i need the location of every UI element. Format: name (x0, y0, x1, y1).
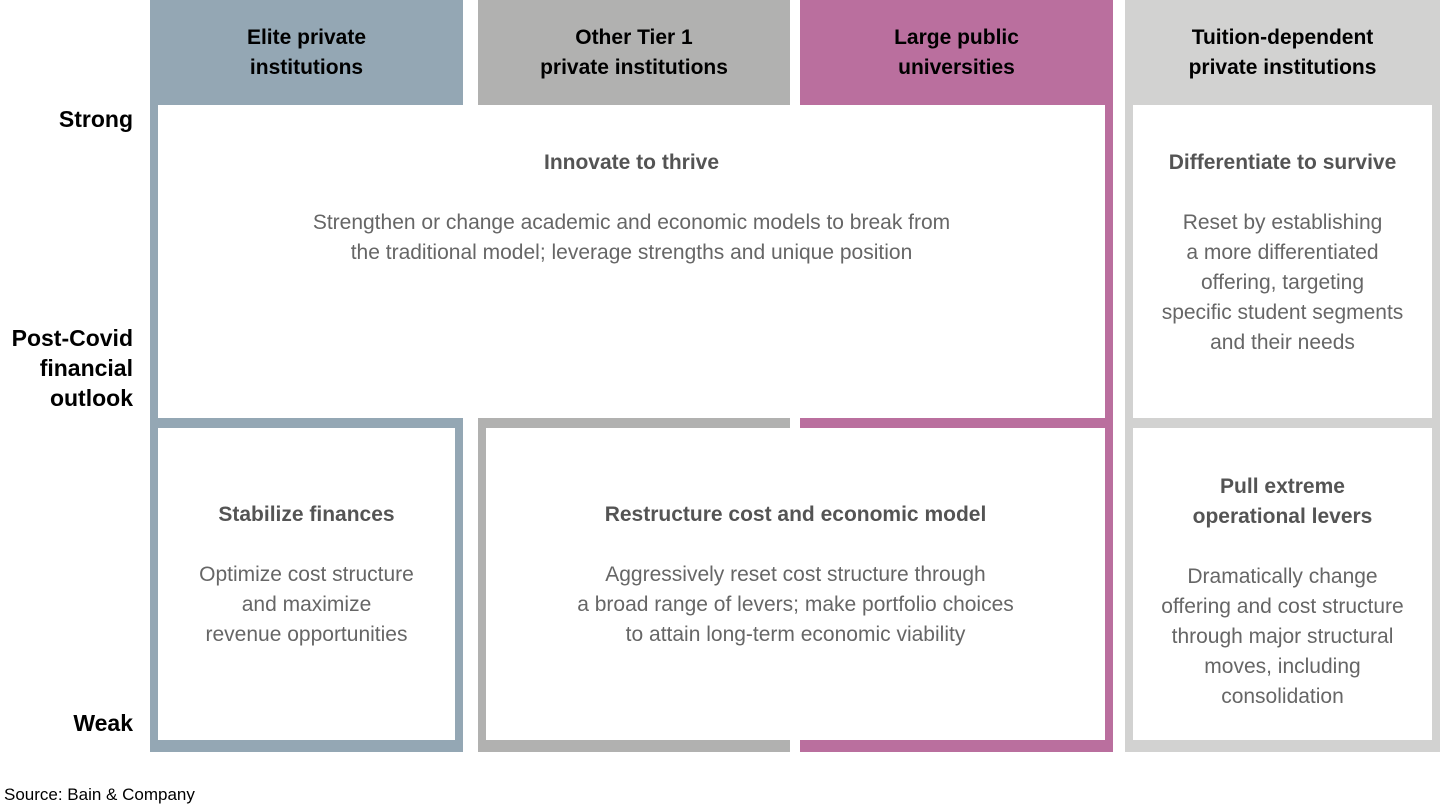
cell-body: Optimize cost structure and maximize rev… (199, 563, 414, 646)
cell-body: Dramatically change offering and cost st… (1161, 565, 1404, 708)
cell-body: Reset by establishing a more differentia… (1161, 211, 1404, 354)
axis-label-strong: Strong (58, 106, 133, 132)
axis-title-post-covid-financial-outlook: Post-Covid financial outlook (11, 325, 133, 411)
cell-stabilize-finances: Stabilize finances Optimize cost structu… (158, 428, 455, 740)
cell-title: Differentiate to survive (1168, 151, 1397, 174)
cell-restructure-cost-model: Restructure cost and economic model Aggr… (486, 428, 1105, 740)
cell-title: Stabilize finances (218, 503, 395, 526)
cell-body: Aggressively reset cost structure throug… (577, 563, 1014, 646)
cell-differentiate-to-survive: Differentiate to survive Reset by establ… (1133, 105, 1432, 418)
source-note: Source: Bain & Company (4, 785, 195, 804)
cell-innovate-to-thrive: Innovate to thrive Strengthen or change … (158, 105, 1105, 418)
column-header-other-tier1: Other Tier 1 private institutions (540, 25, 728, 79)
column-header-large-public: Large public universities (894, 25, 1019, 79)
column-header-tuition-dependent: Tuition-dependent private institutions (1188, 25, 1377, 79)
cell-title: Restructure cost and economic model (604, 503, 987, 526)
axis-label-weak: Weak (73, 710, 133, 736)
cell-body: Strengthen or change academic and econom… (312, 211, 951, 264)
cell-pull-extreme-levers: Pull extreme operational levers Dramatic… (1133, 428, 1432, 740)
cell-title: Innovate to thrive (543, 151, 720, 174)
column-header-elite-private: Elite private institutions (246, 25, 367, 79)
cell-title: Pull extreme operational levers (1192, 475, 1373, 528)
